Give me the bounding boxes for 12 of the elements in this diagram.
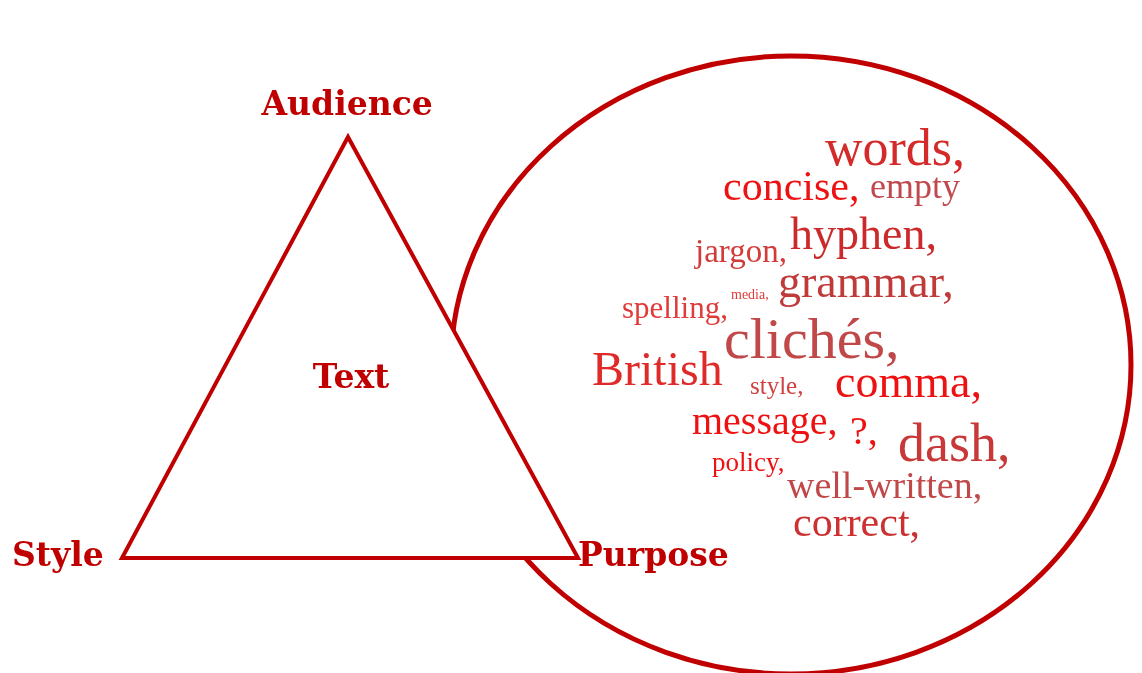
cloud-word: message, <box>692 401 838 442</box>
vertex-label: Purpose <box>578 538 729 571</box>
cloud-word: spelling, <box>622 292 728 324</box>
vertex-label: Style <box>12 538 104 571</box>
center-label: Text <box>311 360 391 393</box>
cloud-word: media, <box>731 287 769 302</box>
cloud-word: policy, <box>712 448 785 476</box>
cloud-word: style, <box>750 372 804 398</box>
cloud-word: ?, <box>850 411 878 452</box>
cloud-word: British <box>592 345 723 394</box>
cloud-word: hyphen, <box>790 211 937 258</box>
vertex-label: Audience <box>261 87 433 120</box>
